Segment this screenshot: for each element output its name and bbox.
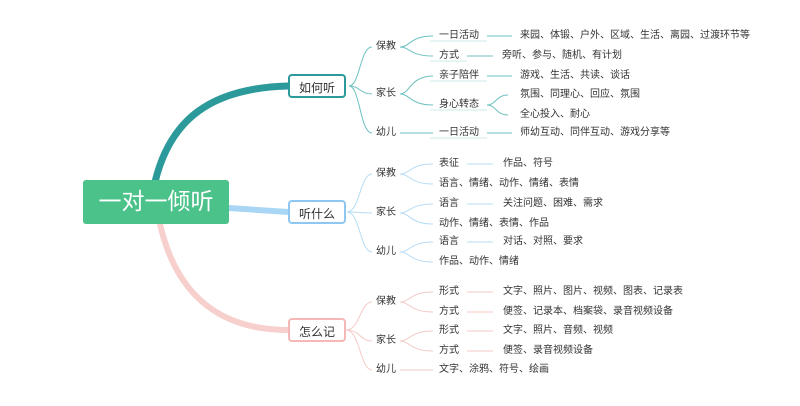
group-label[interactable]: 家长 — [376, 207, 396, 218]
item-label[interactable]: 作品、动作、情绪 — [439, 256, 519, 267]
item-label[interactable]: 形式 — [439, 286, 459, 297]
item-detail[interactable]: 旁听、参与、随机、有计划 — [502, 50, 622, 61]
branch-node-what-to-listen[interactable]: 听什么 — [288, 200, 347, 224]
group-label[interactable]: 幼儿 — [376, 246, 396, 257]
item-detail[interactable]: 文字、照片、图片、视频、图表、记录表 — [503, 286, 683, 297]
group-label[interactable]: 保教 — [376, 41, 396, 52]
group-label[interactable]: 家长 — [376, 88, 396, 99]
branch-node-how-to-record[interactable]: 怎么记 — [288, 318, 347, 342]
item-label[interactable]: 方式 — [439, 306, 459, 317]
item-detail[interactable]: 来园、体锻、户外、区域、生活、离园、过渡环节等 — [520, 30, 750, 41]
item-detail[interactable]: 文字、照片、音频、视频 — [503, 325, 613, 336]
item-label[interactable]: 语言 — [439, 198, 459, 209]
item-label[interactable]: 表征 — [439, 158, 459, 169]
group-label[interactable]: 保教 — [376, 296, 396, 307]
item-label[interactable]: 亲子陪伴 — [439, 70, 479, 81]
item-label[interactable]: 形式 — [439, 325, 459, 336]
item-detail[interactable]: 作品、符号 — [503, 158, 553, 169]
group-label[interactable]: 幼儿 — [376, 364, 396, 375]
item-detail[interactable]: 对话、对照、要求 — [503, 236, 583, 247]
branch-node-how-to-listen[interactable]: 如何听 — [288, 74, 347, 98]
item-label[interactable]: 身心转态 — [439, 99, 479, 110]
connector-root-branch2 — [226, 205, 291, 215]
root-node[interactable]: 一对一倾听 — [83, 180, 229, 224]
item-label[interactable]: 方式 — [439, 345, 459, 356]
item-detail[interactable]: 关注问题、困难、需求 — [503, 198, 603, 209]
connector-root-branch1 — [151, 82, 292, 186]
group-label[interactable]: 家长 — [376, 335, 396, 346]
connector-root-branch3 — [157, 221, 291, 333]
item-detail[interactable]: 全心投入、耐心 — [520, 109, 590, 120]
item-label[interactable]: 一日活动 — [439, 127, 479, 138]
item-label[interactable]: 方式 — [439, 50, 459, 61]
item-detail[interactable]: 氛围、同理心、回应、氛围 — [520, 89, 640, 100]
item-detail[interactable]: 便签、记录本、档案袋、录音视频设备 — [503, 306, 673, 317]
item-detail[interactable]: 师幼互动、同伴互动、游戏分享等 — [520, 127, 670, 138]
item-label[interactable]: 语言 — [439, 236, 459, 247]
item-label[interactable]: 一日活动 — [439, 30, 479, 41]
item-detail[interactable]: 便签、录音视频设备 — [503, 345, 593, 356]
item-label[interactable]: 动作、情绪、表情、作品 — [439, 218, 549, 229]
item-label[interactable]: 文字、涂鸦、符号、绘画 — [439, 364, 549, 375]
group-label[interactable]: 幼儿 — [376, 127, 396, 138]
item-detail[interactable]: 游戏、生活、共读、谈话 — [520, 70, 630, 81]
item-label[interactable]: 语言、情绪、动作、情绪、表情 — [439, 178, 579, 189]
group-label[interactable]: 保教 — [376, 168, 396, 179]
